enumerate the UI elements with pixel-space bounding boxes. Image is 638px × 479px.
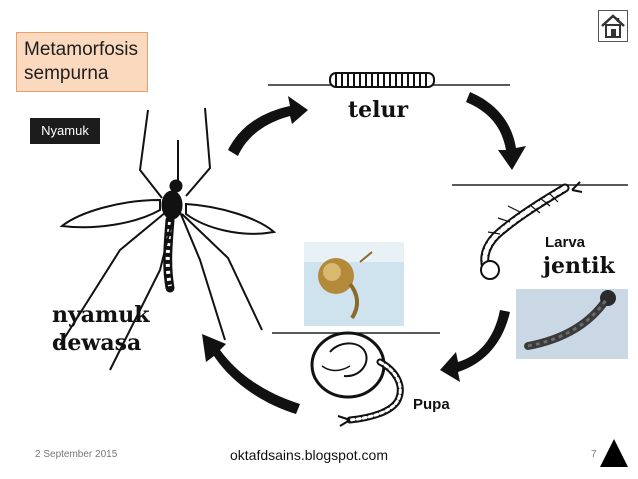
footer-source: oktafdsains.blogspot.com — [230, 447, 388, 463]
adult-mosquito-illustration — [59, 107, 277, 371]
larva-photo-small — [304, 242, 404, 326]
footer-date: 2 September 2015 — [35, 449, 118, 460]
larva-photo-large — [516, 289, 628, 359]
stage-label-larva-en: Larva — [545, 234, 586, 251]
arrow-adult-to-egg — [228, 96, 308, 156]
arrow-pupa-to-adult — [202, 334, 300, 414]
stage-label-adult-line2: dewasa — [52, 330, 142, 356]
stage-label-egg: telur — [348, 97, 409, 123]
slide-title: Metamorfosis sempurna — [16, 32, 148, 92]
page-number: 7 — [591, 449, 597, 460]
home-button[interactable] — [598, 10, 628, 42]
egg-raft-illustration — [268, 72, 510, 88]
arrow-larva-to-pupa — [440, 310, 510, 382]
triangle-icon — [600, 439, 628, 467]
larva-illustration — [452, 181, 628, 280]
stage-label-pupa: Pupa — [413, 396, 450, 413]
pupa-illustration — [272, 331, 440, 427]
home-icon — [601, 14, 625, 38]
cycle-arrows — [202, 92, 526, 414]
insect-tag: Nyamuk — [30, 118, 100, 144]
stage-label-adult-line1: nyamuk — [52, 302, 150, 328]
next-slide-button[interactable] — [598, 437, 630, 469]
arrow-egg-to-larva — [466, 92, 526, 170]
stage-label-larva: jentik — [543, 253, 615, 279]
